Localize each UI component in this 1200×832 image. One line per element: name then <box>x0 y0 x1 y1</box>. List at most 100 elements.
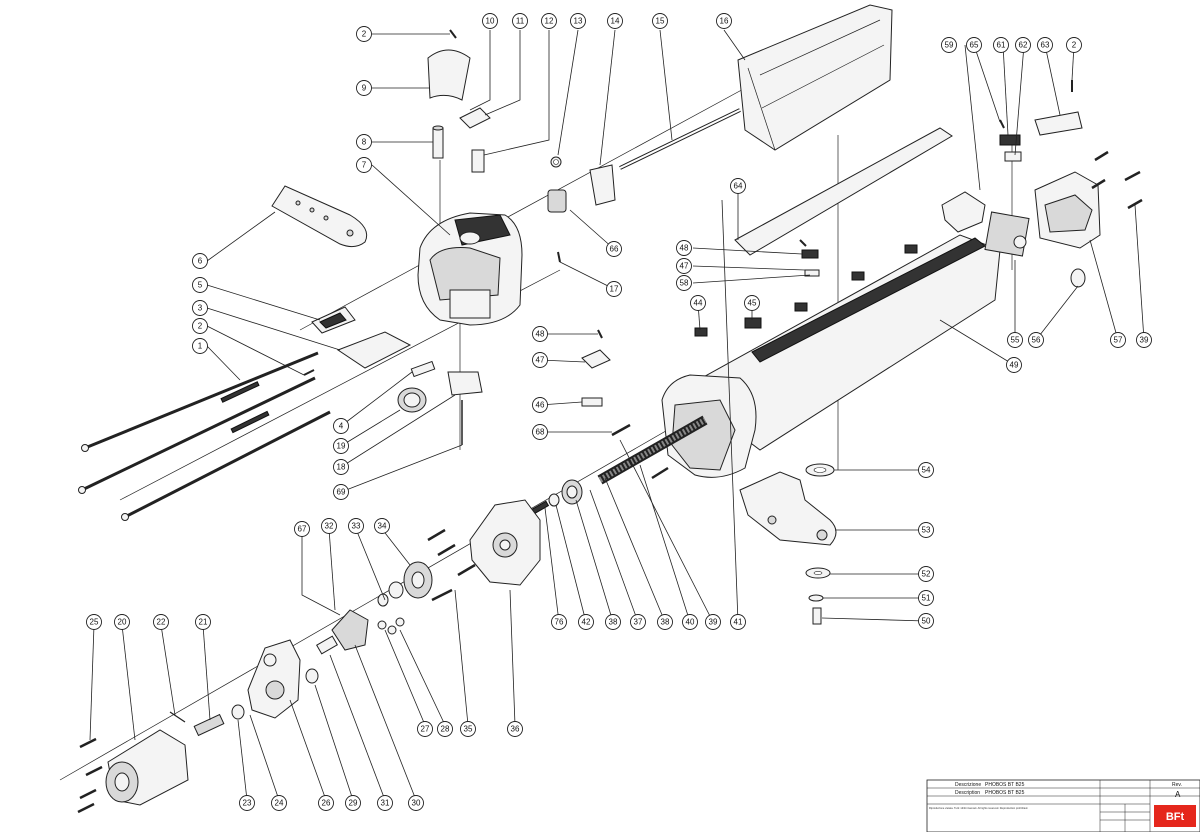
svg-text:5: 5 <box>198 281 203 290</box>
callout-62: 62 <box>1015 37 1031 53</box>
svg-text:38: 38 <box>609 618 618 627</box>
callout-30: 30 <box>408 795 424 811</box>
svg-text:37: 37 <box>634 618 643 627</box>
callout-57: 57 <box>1110 332 1126 348</box>
callout-31: 31 <box>377 795 393 811</box>
callout-39: 39 <box>705 614 721 630</box>
rev-value: A <box>1175 790 1181 799</box>
svg-text:13: 13 <box>574 17 583 26</box>
callouts: 1 2 2 2 3 4 5 6 7 8 9 10 11 12 13 14 15 … <box>86 13 1152 811</box>
svg-text:58: 58 <box>680 279 689 288</box>
rear-head-housing <box>417 212 523 326</box>
callout-13: 13 <box>570 13 586 29</box>
callout-76: 76 <box>551 614 567 630</box>
callout-46: 46 <box>532 397 548 413</box>
svg-text:38: 38 <box>661 618 670 627</box>
callout-10: 10 <box>482 13 498 29</box>
callout-49: 49 <box>1006 357 1022 373</box>
callout-64: 64 <box>730 178 746 194</box>
callout-3: 3 <box>192 300 208 316</box>
slider-clips <box>581 244 918 407</box>
svg-text:67: 67 <box>298 525 307 534</box>
svg-text:59: 59 <box>945 41 954 50</box>
svg-text:48: 48 <box>536 330 545 339</box>
svg-text:54: 54 <box>922 466 931 475</box>
descrizione-value: PHOBOS BT B25 <box>985 782 1025 788</box>
callout-2: 2 <box>192 318 208 334</box>
svg-text:64: 64 <box>734 182 743 191</box>
callout-38: 38 <box>605 614 621 630</box>
svg-text:62: 62 <box>1019 41 1028 50</box>
callout-5: 5 <box>192 277 208 293</box>
callout-61: 61 <box>993 37 1009 53</box>
svg-text:36: 36 <box>511 725 520 734</box>
callout-48: 48 <box>676 240 692 256</box>
svg-text:4: 4 <box>339 422 344 431</box>
callout-39: 39 <box>1136 332 1152 348</box>
svg-text:49: 49 <box>1010 361 1019 370</box>
callout-58: 58 <box>676 275 692 291</box>
svg-text:52: 52 <box>922 570 931 579</box>
callout-54: 54 <box>918 462 934 478</box>
title-block: Descrizione PHOBOS BT B25 Description PH… <box>926 779 1200 832</box>
callout-42: 42 <box>578 614 594 630</box>
svg-text:30: 30 <box>412 799 421 808</box>
rear-bracket-plate <box>271 185 368 248</box>
callout-41: 41 <box>730 614 746 630</box>
callout-6: 6 <box>192 253 208 269</box>
callout-12: 12 <box>541 13 557 29</box>
callout-7: 7 <box>356 157 372 173</box>
brand-logo-text: BFt <box>1166 811 1185 823</box>
callout-2: 2 <box>1066 37 1082 53</box>
main-body-tube <box>661 234 1001 478</box>
callout-56: 56 <box>1028 332 1044 348</box>
callout-20: 20 <box>114 614 130 630</box>
callout-16: 16 <box>716 13 732 29</box>
callout-48: 48 <box>532 326 548 342</box>
callout-65: 65 <box>966 37 982 53</box>
brand-logo <box>1154 805 1196 827</box>
callout-17: 17 <box>606 281 622 297</box>
svg-text:39: 39 <box>1140 336 1149 345</box>
svg-text:32: 32 <box>325 522 334 531</box>
callout-44: 44 <box>690 295 706 311</box>
front-head-parts <box>941 111 1101 288</box>
callout-33: 33 <box>348 518 364 534</box>
svg-text:33: 33 <box>352 522 361 531</box>
copyright-notice: Riproduzione vietata. Tutti i diritti ri… <box>929 806 1028 810</box>
svg-text:56: 56 <box>1032 336 1041 345</box>
callout-38: 38 <box>657 614 673 630</box>
svg-text:25: 25 <box>90 618 99 627</box>
svg-text:61: 61 <box>997 41 1006 50</box>
svg-text:51: 51 <box>922 594 931 603</box>
svg-text:65: 65 <box>970 41 979 50</box>
callout-63: 63 <box>1037 37 1053 53</box>
svg-text:2: 2 <box>198 322 203 331</box>
callout-69: 69 <box>333 484 349 500</box>
callout-67: 67 <box>294 521 310 537</box>
lower-left-components <box>311 306 483 445</box>
callout-18: 18 <box>333 459 349 475</box>
svg-text:76: 76 <box>555 618 564 627</box>
svg-text:40: 40 <box>686 618 695 627</box>
svg-text:18: 18 <box>337 463 346 472</box>
small-screws <box>77 29 1143 814</box>
svg-text:39: 39 <box>709 618 718 627</box>
callout-47: 47 <box>532 352 548 368</box>
callout-1: 1 <box>192 338 208 354</box>
svg-text:23: 23 <box>243 799 252 808</box>
callout-9: 9 <box>356 80 372 96</box>
svg-text:66: 66 <box>610 245 619 254</box>
outer-tube <box>737 4 893 151</box>
description-value: PHOBOS BT B25 <box>985 790 1025 796</box>
svg-text:28: 28 <box>441 725 450 734</box>
callout-25: 25 <box>86 614 102 630</box>
callout-4: 4 <box>333 418 349 434</box>
svg-text:22: 22 <box>157 618 166 627</box>
callout-26: 26 <box>318 795 334 811</box>
callout-37: 37 <box>630 614 646 630</box>
callout-36: 36 <box>507 721 523 737</box>
svg-text:63: 63 <box>1041 41 1050 50</box>
callout-15: 15 <box>652 13 668 29</box>
